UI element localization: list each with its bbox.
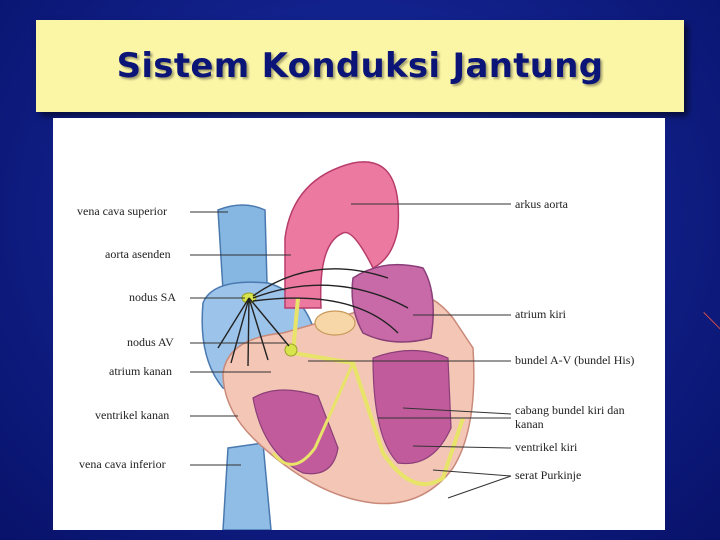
- label-vena-cava-superior: vena cava superior: [77, 204, 167, 218]
- label-nodus-sa: nodus SA: [129, 290, 177, 304]
- label-ventrikel-kiri: ventrikel kiri: [515, 440, 578, 454]
- heart-diagram: vena cava superior aorta asenden nodus S…: [53, 118, 665, 530]
- aorta-arch-shape: [284, 161, 400, 309]
- label-aorta-asenden: aorta asenden: [105, 247, 171, 261]
- vena-cava-inferior-shape: [222, 442, 272, 530]
- label-ventrikel-kanan: ventrikel kanan: [95, 408, 170, 422]
- label-atrium-kanan: atrium kanan: [109, 364, 172, 378]
- conduction-branch: [271, 362, 355, 466]
- vena-cava-superior-shape: [217, 204, 268, 291]
- decorative-line: [703, 312, 720, 334]
- heart-illustration: [190, 161, 512, 530]
- label-serat-purkinje: serat Purkinje: [515, 468, 582, 482]
- conduction-pathway: [290, 297, 465, 487]
- right-ventricle-shape: [252, 389, 339, 475]
- impulse-arrows: [217, 268, 409, 367]
- label-cabang-bundel-line2: kanan: [515, 417, 544, 431]
- left-atrium-shape: [351, 263, 434, 343]
- aortic-valve-shape: [314, 310, 356, 336]
- label-bundel-av: bundel A-V (bundel His): [515, 353, 635, 367]
- label-nodus-av: nodus AV: [127, 335, 174, 349]
- label-vena-cava-inferior: vena cava inferior: [79, 457, 166, 471]
- title-box: Sistem Konduksi Jantung: [36, 20, 684, 112]
- leader-lines-right: [308, 203, 512, 499]
- label-arkus-aorta: arkus aorta: [515, 197, 568, 211]
- leader-lines-left: [190, 211, 291, 466]
- label-atrium-kiri: atrium kiri: [515, 307, 566, 321]
- av-node-shape: [284, 343, 298, 357]
- label-cabang-bundel-line1: cabang bundel kiri dan: [515, 403, 625, 417]
- slide-title: Sistem Konduksi Jantung: [116, 46, 604, 86]
- left-ventricle-shape: [372, 349, 452, 465]
